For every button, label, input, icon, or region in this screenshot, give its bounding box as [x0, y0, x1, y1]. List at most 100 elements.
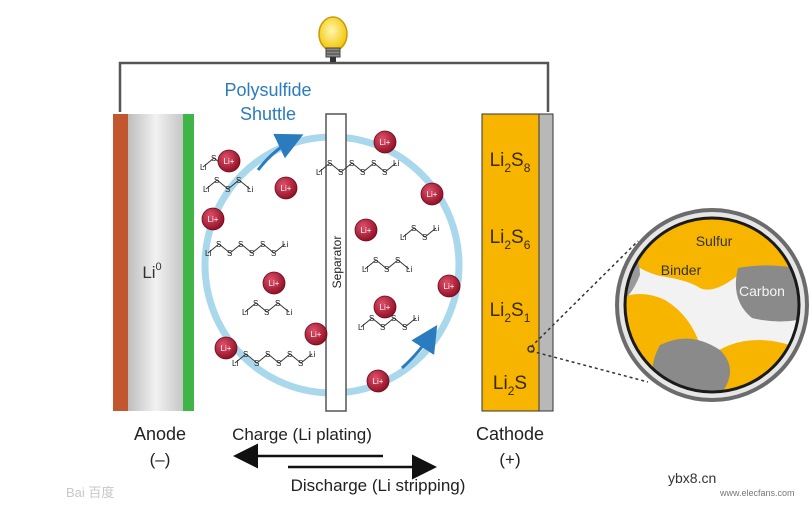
chain-bond [382, 317, 395, 328]
chain-bond [238, 179, 251, 190]
chain-atom-label: Li [203, 185, 209, 194]
chain-bond [251, 243, 264, 254]
chain-bond [278, 353, 291, 364]
chain-atom-label: S [395, 256, 400, 265]
chain-atom-label: S [254, 359, 259, 368]
chain-bond [300, 353, 313, 364]
lithium-ion-label: Li+ [224, 157, 235, 166]
lithium-ion: Li+ [214, 336, 238, 360]
lithium-ion: Li+ [373, 130, 397, 154]
chain-bond [266, 302, 279, 313]
zoom-pointer-top [530, 240, 639, 348]
chain-atom-label: S [227, 249, 232, 258]
anode-sign: (–) [150, 450, 171, 469]
chain-bond [329, 162, 342, 173]
chain-atom-label: S [360, 168, 365, 177]
zoom-circle: Sulfur Binder Carbon [615, 208, 809, 402]
chain-atom-label: S [275, 299, 280, 308]
chain-atom-label: S [298, 359, 303, 368]
chain-atom-label: S [225, 185, 230, 194]
discharge-label: Discharge (Li stripping) [291, 476, 466, 495]
chain-bond [397, 259, 410, 270]
chain-atom-label: S [243, 350, 248, 359]
circuit-wire [118, 61, 550, 112]
lithium-ions: Li+Li+Li+Li+Li+Li+Li+Li+Li+Li+Li+Li+ [201, 130, 461, 393]
chain-bond [351, 162, 364, 173]
zoom-label-sulfur: Sulfur [696, 233, 733, 249]
lithium-ion-label: Li+ [208, 215, 219, 224]
chain-bond [362, 162, 375, 173]
zoom-carbon-region [735, 265, 799, 322]
lithium-ion: Li+ [201, 207, 225, 231]
chain-atom-label: S [238, 240, 243, 249]
chain-atom-label: S [260, 240, 265, 249]
zoom-label-carbon: Carbon [739, 283, 785, 299]
light-bulb-icon [318, 16, 348, 62]
chain-bond [255, 302, 268, 313]
chain-bond [207, 243, 220, 254]
chain-bond [424, 227, 437, 238]
watermark-ybx8: ybx8.cn [668, 470, 716, 486]
chain-bond [273, 243, 286, 254]
chain-bond [289, 353, 302, 364]
lithium-ion-label: Li+ [281, 184, 292, 193]
chain-bond [202, 157, 215, 168]
chain-bond [234, 353, 247, 364]
chain-atom-label: S [327, 159, 332, 168]
chain-atom-label: S [211, 154, 216, 163]
chain-atom-label: S [380, 323, 385, 332]
lithium-ion-label: Li+ [221, 344, 232, 353]
chain-atom-label: Li [358, 323, 364, 332]
chain-bond [318, 162, 331, 173]
watermark-elecfans-url: www.elecfans.com [719, 488, 795, 498]
chain-bond [393, 317, 406, 328]
chain-atom-label: Li [232, 359, 238, 368]
chain-atom-label: Li [242, 308, 248, 317]
anode-label: Anode [134, 424, 186, 444]
chain-bond [402, 227, 415, 238]
chain-bond [227, 179, 240, 190]
chain-bond [267, 353, 280, 364]
zoom-label-binder: Binder [661, 262, 702, 278]
chain-atom-label: Li [247, 185, 253, 194]
chain-atom-label: S [382, 168, 387, 177]
chain-atom-label: Li [433, 224, 439, 233]
chain-atom-label: Li [309, 350, 315, 359]
lithium-ion: Li+ [437, 274, 461, 298]
chain-bond [364, 259, 377, 270]
chain-atom-label: S [276, 359, 281, 368]
cathode-label: Cathode [476, 424, 544, 444]
chain-atom-label: S [338, 168, 343, 177]
lithium-ion: Li+ [420, 182, 444, 206]
zoom-pointer-bottom [530, 350, 649, 383]
chain-atom-label: Li [406, 265, 412, 274]
shuttle-label-line2: Shuttle [240, 104, 296, 124]
chain-atom-label: S [349, 159, 354, 168]
separator [325, 113, 347, 412]
chain-bond [244, 302, 257, 313]
cathode-sign: (+) [499, 450, 520, 469]
lithium-ion-label: Li+ [380, 138, 391, 147]
lithium-ion-label: Li+ [444, 282, 455, 291]
chain-atom-label: S [384, 265, 389, 274]
chain-atom-label: S [264, 308, 269, 317]
chain-atom-label: Li [393, 159, 399, 168]
lithium-ion: Li+ [354, 218, 378, 242]
chain-bond [375, 259, 388, 270]
shuttle-arrow-top [256, 133, 304, 171]
chain-atom-label: S [216, 240, 221, 249]
lithium-ion: Li+ [373, 295, 397, 319]
chain-atom-label: Li [413, 314, 419, 323]
chain-bond [413, 227, 426, 238]
chain-bond [384, 162, 397, 173]
chain-atom-label: S [287, 350, 292, 359]
chain-bond [216, 179, 229, 190]
chain-bond [386, 259, 399, 270]
